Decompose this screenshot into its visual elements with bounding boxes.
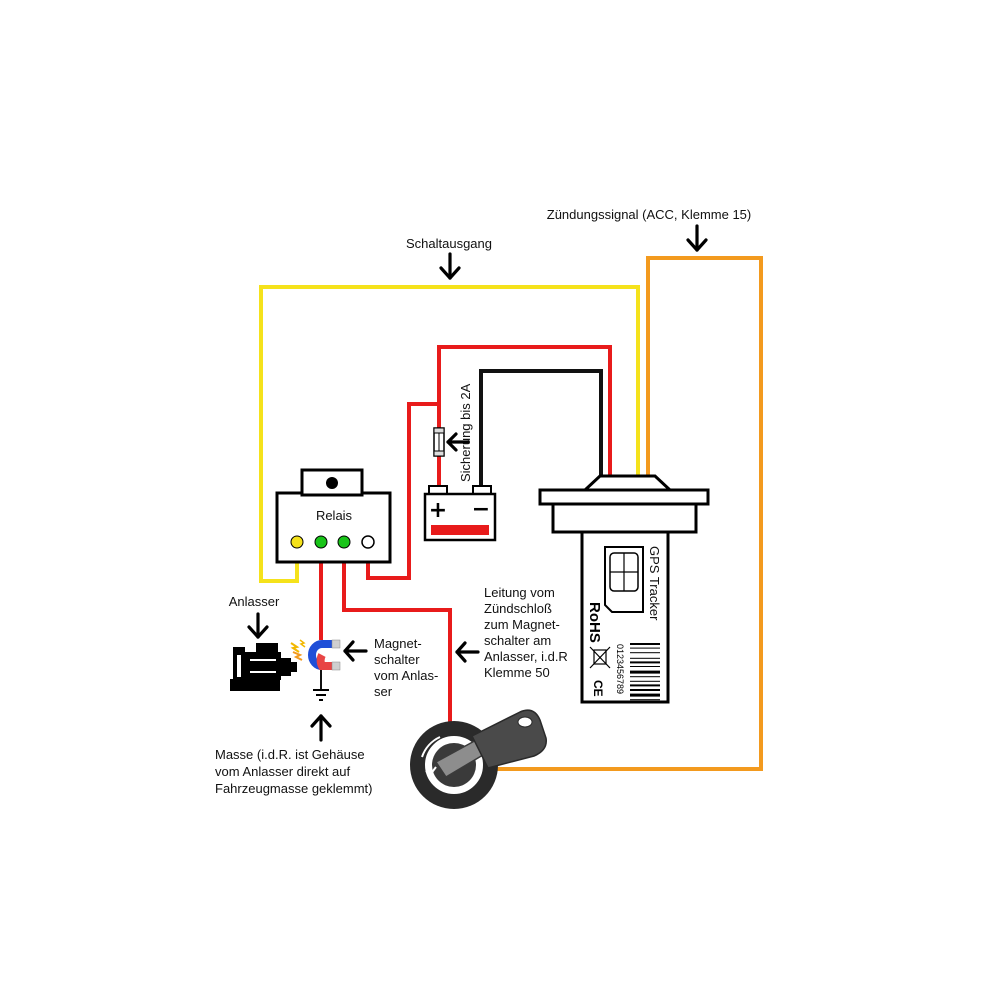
arrow-magnetschalter [343,640,368,662]
ground-icon [313,689,329,701]
battery-icon: + − [423,485,497,542]
label-anlasser: Anlasser [229,594,280,609]
arrow-zuendungssignal [686,224,708,252]
sim-card-icon [604,546,644,613]
fuse-arrow [446,432,470,452]
wire-tracker-ground [479,369,603,490]
wire-tracker-power [437,345,612,490]
magnet-icon [290,639,341,671]
wire-relay-supply [366,402,439,580]
arrow-leitung [455,641,480,663]
recycle-bin-icon [589,646,611,669]
label-magnetschalter: Magnet- schalter vom Anlas- ser [374,636,442,699]
wire-zuendungssignal [497,256,763,771]
arrow-schaltausgang [439,252,461,280]
label-masse: Masse (i.d.R. ist Gehäuse vom Anlasser d… [215,747,373,796]
relay-terminal-green-2 [337,535,351,549]
relay-terminal-yellow [290,535,304,549]
arrow-anlasser [247,612,269,639]
relay-terminal-green-1 [314,535,328,549]
barcode-number: 0123456789 [615,644,625,694]
battery-minus: − [472,497,490,522]
arrow-masse [310,714,332,742]
wire-schaltausgang [259,285,640,583]
ce-label: CE [591,680,605,697]
label-schaltausgang: Schaltausgang [406,236,492,251]
relay-label: Relais [316,508,353,523]
ignition-key-icon [410,709,547,809]
starter-motor-icon [230,643,297,691]
label-leitung: Leitung vom Zündschloß zum Magnet- schal… [484,585,571,680]
barcode-icon [630,643,660,701]
relay-terminal-white [361,535,375,549]
label-zuendungssignal: Zündungssignal (ACC, Klemme 15) [547,207,751,222]
fuse-label: Sicherung bis 2A [458,383,473,482]
relay: Relais [275,468,392,564]
battery-plus: + [429,498,447,523]
fuse-icon [433,427,445,457]
gps-tracker: GPS Tracker RoHS CE 0123456789 [538,474,710,704]
rohs-label: RoHS [586,602,603,643]
tracker-label: GPS Tracker [647,546,662,621]
wire-relay-to-ignition [342,549,452,726]
